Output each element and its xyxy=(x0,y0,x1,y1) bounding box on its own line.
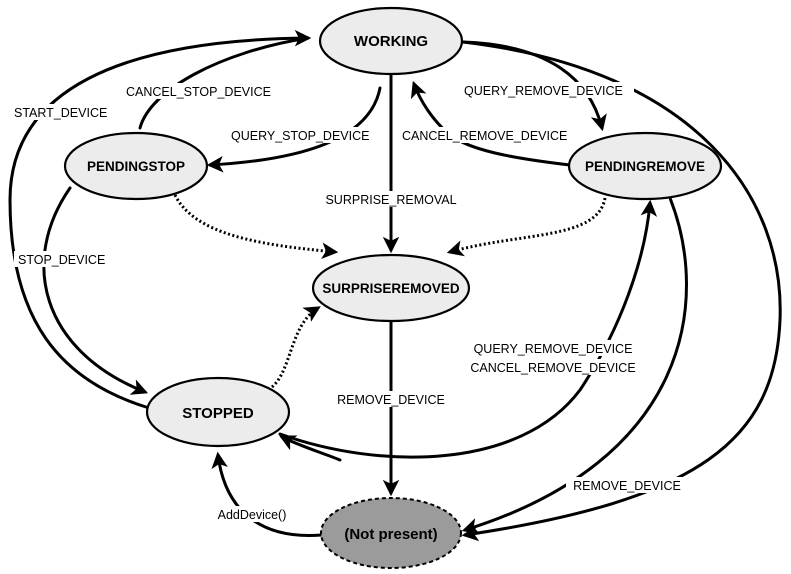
label-query-remove-device-top: QUERY_REMOVE_DEVICE xyxy=(464,84,623,98)
label-start-device: START_DEVICE xyxy=(14,106,107,120)
label-cancel-stop-device: CANCEL_STOP_DEVICE xyxy=(126,85,271,99)
edge-query-stop-device xyxy=(206,86,382,173)
label-remove-device-right: REMOVE_DEVICE xyxy=(573,479,681,493)
edge-start-device xyxy=(8,29,312,409)
state-pendingremove-label: PENDINGREMOVE xyxy=(585,159,705,174)
state-working-label: WORKING xyxy=(354,33,428,50)
state-pendingstop-label: PENDINGSTOP xyxy=(87,159,185,174)
edge-dotted-stopped xyxy=(270,306,321,389)
edge-remove-device-outer xyxy=(461,40,782,542)
edge-query-cancel-remove-mid xyxy=(278,199,658,459)
edge-cancel-stop-device xyxy=(138,36,310,130)
edge-query-remove-device-top xyxy=(461,40,607,132)
state-not-present-label: (Not present) xyxy=(344,526,437,543)
edge-remove-device-pendingremove xyxy=(461,196,688,534)
edge-dotted-pendingremove xyxy=(446,197,607,257)
label-surprise-removal: SURPRISE_REMOVAL xyxy=(325,193,456,207)
label-cancel-remove-device-top: CANCEL_REMOVE_DEVICE xyxy=(402,129,567,143)
label-query-stop-device: QUERY_STOP_DEVICE xyxy=(231,129,369,143)
state-stopped-label: STOPPED xyxy=(182,405,254,422)
state-surpriseremoved: SURPRISEREMOVED xyxy=(311,253,471,323)
edge-add-device xyxy=(211,451,324,538)
state-stopped: STOPPED xyxy=(145,376,291,448)
label-remove-device-center: REMOVE_DEVICE xyxy=(337,393,445,407)
state-pendingremove: PENDINGREMOVE xyxy=(567,131,723,201)
edge-dotted-pendingstop xyxy=(173,194,339,259)
state-working: WORKING xyxy=(318,6,464,76)
edge-stopped-return xyxy=(279,435,342,462)
state-surpriseremoved-label: SURPRISEREMOVED xyxy=(322,281,460,296)
label-cancel-remove-device-mid: CANCEL_REMOVE_DEVICE xyxy=(470,361,635,375)
state-not-present: (Not present) xyxy=(320,497,462,569)
edge-stop-device xyxy=(42,186,149,395)
label-query-remove-device-mid: QUERY_REMOVE_DEVICE xyxy=(474,342,633,356)
state-pendingstop: PENDINGSTOP xyxy=(63,131,209,201)
label-stop-device: STOP_DEVICE xyxy=(18,253,105,267)
label-add-device: AddDevice() xyxy=(218,508,287,522)
